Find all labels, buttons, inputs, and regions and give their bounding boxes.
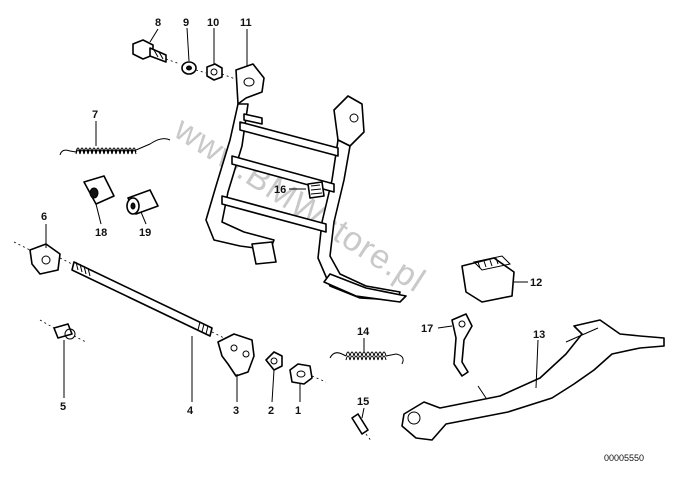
part-4-axle[interactable] <box>71 261 225 339</box>
part-10-nut[interactable] <box>206 63 239 81</box>
callout-11[interactable]: 11 <box>240 17 252 29</box>
part-6-bracket[interactable] <box>13 241 73 275</box>
part-18-sleeve[interactable] <box>83 175 115 205</box>
part-12-pad[interactable] <box>461 255 515 303</box>
leader-lines <box>45 27 539 419</box>
part-3-bracket[interactable] <box>217 333 255 377</box>
part-15-pin[interactable] <box>351 413 373 443</box>
part-17-clip[interactable] <box>451 313 473 377</box>
part-8-bolt[interactable] <box>132 39 181 65</box>
part-16-buffer[interactable] <box>307 181 325 199</box>
callouts: 1 2 3 4 5 6 7 8 9 10 11 12 13 14 15 16 1… <box>41 17 545 417</box>
callout-13[interactable]: 13 <box>533 329 545 341</box>
callout-6[interactable]: 6 <box>41 211 47 223</box>
part-11-main-stand[interactable] <box>205 63 407 303</box>
callout-17[interactable]: 17 <box>421 323 433 335</box>
callout-7[interactable]: 7 <box>92 109 98 121</box>
part-2-washer[interactable] <box>265 351 283 371</box>
callout-15[interactable]: 15 <box>357 396 369 408</box>
callout-16[interactable]: 16 <box>274 184 286 196</box>
callout-2[interactable]: 2 <box>268 405 274 417</box>
part-13-side-stand[interactable] <box>401 319 665 441</box>
callout-8[interactable]: 8 <box>155 17 161 29</box>
callout-1[interactable]: 1 <box>295 405 301 417</box>
part-5-pin[interactable] <box>39 319 87 343</box>
callout-12[interactable]: 12 <box>530 277 542 289</box>
part-14-spring[interactable] <box>329 351 404 365</box>
callout-10[interactable]: 10 <box>207 17 219 29</box>
callout-4[interactable]: 4 <box>187 405 194 417</box>
callout-9[interactable]: 9 <box>183 17 189 29</box>
part-1-nut[interactable] <box>289 363 327 385</box>
callout-18[interactable]: 18 <box>95 227 107 239</box>
callout-5[interactable]: 5 <box>60 401 66 413</box>
callout-19[interactable]: 19 <box>139 227 151 239</box>
callout-3[interactable]: 3 <box>233 405 239 417</box>
drawing-code: 00005550 <box>604 453 644 463</box>
part-19-bush[interactable] <box>126 189 159 215</box>
callout-14[interactable]: 14 <box>357 326 370 338</box>
part-7-spring[interactable] <box>59 138 171 156</box>
part-9-washer[interactable] <box>181 61 207 75</box>
